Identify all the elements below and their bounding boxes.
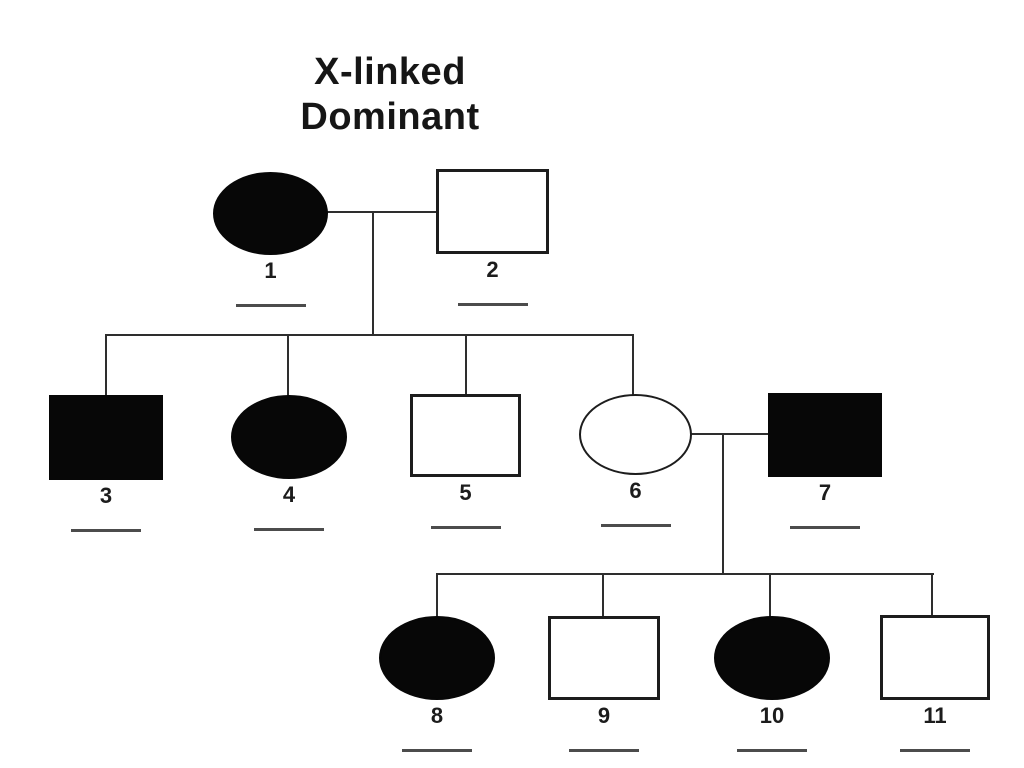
connector-couple2-descent-line [722,433,724,575]
individual-1-affected-female-symbol [213,172,328,255]
individual-4-answer-blank [254,528,324,531]
connector-couple2-marriage-line [691,433,769,435]
individual-5-unaffected-male-symbol [410,394,521,477]
individual-10-number: 10 [759,703,785,728]
connector-couple1-marriage-line [327,211,437,213]
individual-7-answer-blank [790,526,860,529]
individual-2-answer-blank [457,303,528,306]
individual-9-number: 9 [597,703,611,728]
individual-6-unaffected-female-symbol [579,394,692,475]
individual-8-affected-female-symbol [379,616,495,700]
individual-1-answer-blank [235,304,306,307]
connector-drop-individual-6 [632,334,634,395]
individual-9: 9 [548,616,660,752]
connector-drop-individual-9 [602,573,604,618]
connector-gen3-sibship-line [437,573,934,575]
individual-7-number: 7 [818,480,832,505]
connector-drop-individual-3 [105,334,107,396]
individual-3-number: 3 [99,483,113,508]
individual-10-affected-female-symbol [714,616,830,700]
individual-8: 8 [379,616,495,752]
individual-8-answer-blank [402,749,472,752]
individual-11-answer-blank [900,749,970,752]
individual-5-answer-blank [430,526,501,529]
individual-2-number: 2 [486,257,499,282]
individual-1-number: 1 [264,258,277,283]
connector-drop-individual-10 [769,573,771,618]
individual-6-answer-blank [600,524,671,527]
individual-9-answer-blank [569,749,639,752]
title-line-2: Dominant [300,96,480,138]
individual-10: 10 [714,616,830,752]
connector-couple1-descent-line [372,211,374,336]
connector-drop-individual-8 [436,573,438,618]
individual-4-affected-female-symbol [231,395,347,479]
individual-10-answer-blank [737,749,807,752]
connector-gen2-sibship-line [106,334,634,336]
title-line-1: X-linked [314,51,466,93]
individual-11-unaffected-male-symbol [880,615,990,700]
individual-3: 3 [49,395,163,532]
individual-2-unaffected-male-symbol [436,169,549,254]
individual-1: 1 [213,172,328,307]
individual-6-number: 6 [629,478,642,503]
individual-3-answer-blank [71,529,141,532]
individual-9-unaffected-male-symbol [548,616,660,700]
individual-7-affected-male-symbol [768,393,882,477]
connector-drop-individual-5 [465,334,467,395]
connector-drop-individual-4 [287,334,289,396]
individual-11: 11 [880,615,990,752]
individual-2: 2 [436,169,549,306]
individual-7: 7 [768,393,882,529]
individual-6: 6 [579,394,692,527]
individual-8-number: 8 [430,703,444,728]
individual-4: 4 [231,395,347,531]
individual-5-number: 5 [459,480,472,505]
individual-4-number: 4 [282,482,296,507]
connector-drop-individual-11 [931,573,933,617]
chart-title: X-linked Dominant [240,50,540,140]
individual-3-affected-male-symbol [49,395,163,480]
individual-5: 5 [410,394,521,529]
individual-11-number: 11 [923,703,947,728]
